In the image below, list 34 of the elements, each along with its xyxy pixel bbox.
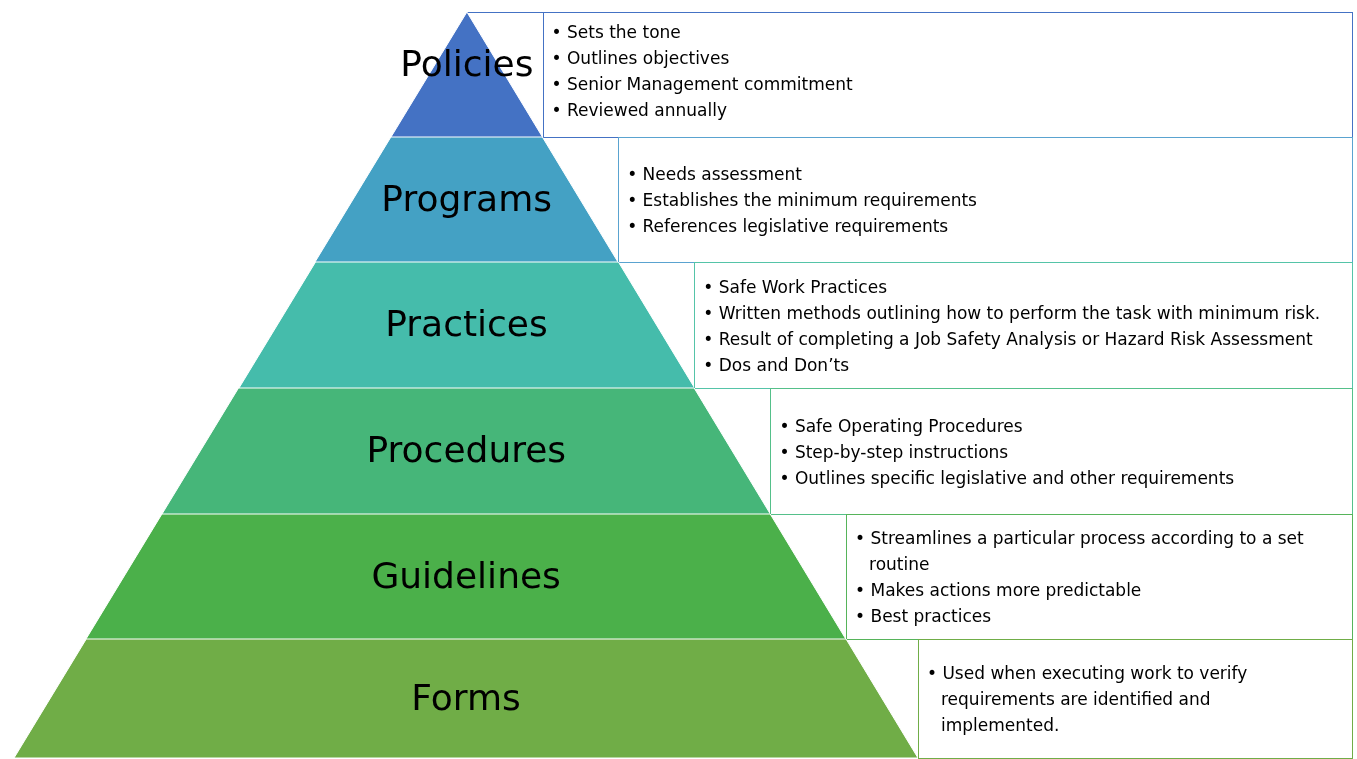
pyramid-layer	[315, 137, 619, 262]
bullet-item: • Written methods outlining how to perform the task with minimum risk.	[703, 301, 1321, 325]
description-box	[694, 262, 1353, 389]
bullet-item: • Safe Work Practices	[703, 275, 888, 299]
pyramid-layer	[238, 262, 695, 388]
bullet-item: • Dos and Don’ts	[703, 353, 851, 377]
description-box	[918, 639, 1353, 759]
bullet-item: • Used when executing work to verify requirements are identified and implemented.	[927, 662, 1249, 737]
bullet-item: • Best practices	[855, 605, 993, 628]
bullet-item: • Safe Operating Procedures	[779, 414, 1024, 438]
bullet-item: • Outlines objectives	[551, 47, 731, 70]
layer-title: Programs	[380, 177, 553, 219]
layer-title: Practices	[384, 303, 549, 344]
bullet-item: • Senior Management commitment	[551, 73, 853, 96]
layer-title: Forms	[410, 676, 522, 718]
pyramid-layer	[162, 388, 771, 514]
description-box	[770, 388, 1353, 515]
bullet-item: • Result of completing a Job Safety Analysis or Hazard Risk Assessment	[703, 327, 1314, 351]
layer-title: Procedures	[365, 429, 568, 470]
bullet-item: • Makes actions more predictable	[855, 579, 1143, 602]
bullet-item: • Reviewed annually	[551, 99, 728, 122]
layer-title: Guidelines	[370, 554, 562, 596]
pyramid-layer	[86, 514, 847, 639]
bullet-item: • Establishes the minimum requirements	[627, 189, 977, 212]
bullet-item: • Streamlines a particular process according to a set routine	[855, 527, 1305, 576]
bullet-item: • References legislative requirements	[627, 215, 950, 238]
bullet-item: • Outlines specific legislative and other requirements	[779, 466, 1235, 490]
bullet-item: • Needs assessment	[627, 163, 803, 186]
pyramid-layer	[14, 639, 918, 758]
description-box	[618, 137, 1353, 263]
description-box	[542, 12, 1353, 138]
bullet-item: • Step-by-step instructions	[779, 440, 1010, 464]
description-box	[846, 514, 1353, 640]
bullet-item: • Sets the tone	[551, 21, 682, 44]
